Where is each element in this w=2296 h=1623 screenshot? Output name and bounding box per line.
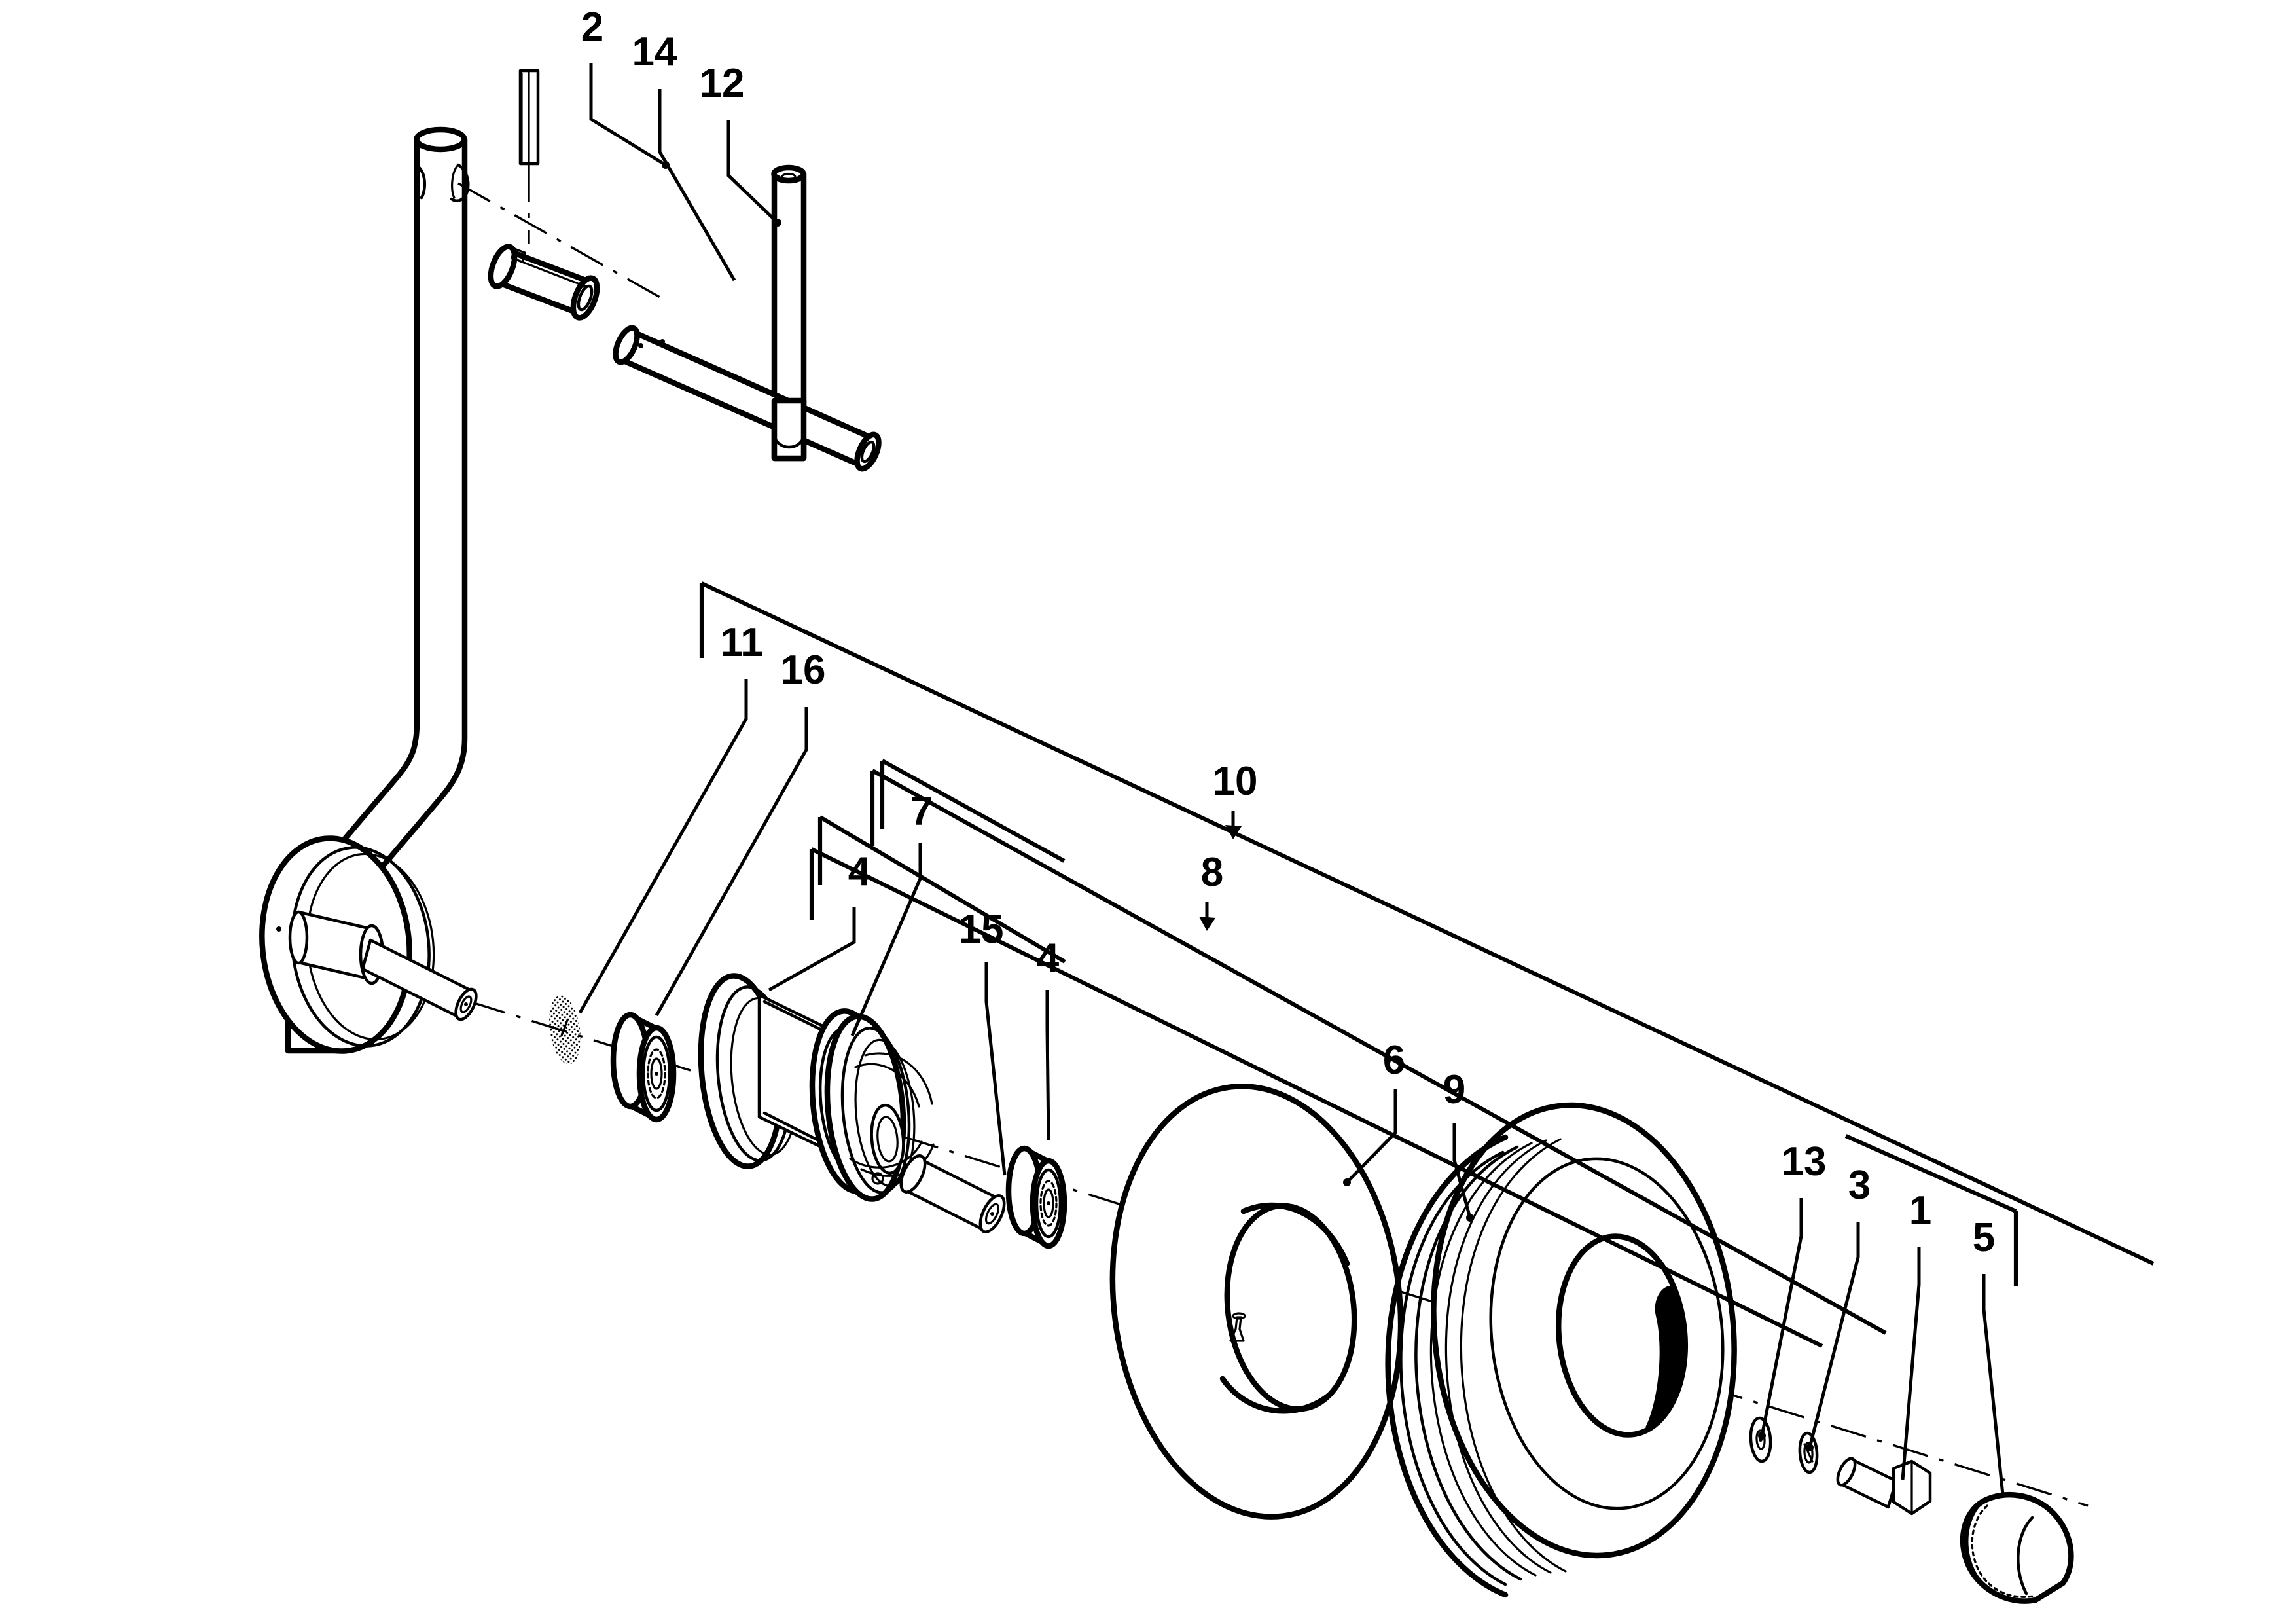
axle-spacer-sleeve-part-15 (899, 1154, 1006, 1233)
leader-4a (768, 907, 856, 992)
leader-14 (658, 89, 736, 282)
callout-number-12: 12 (700, 61, 745, 106)
callout-number-9: 9 (1443, 1067, 1465, 1112)
leader-9 (1452, 1123, 1472, 1218)
bracket-group-10 (870, 769, 1887, 1335)
leader-3 (1808, 1222, 1860, 1448)
leader-lines (578, 63, 2005, 1495)
roll-pin-part-2 (518, 69, 540, 244)
callout-number-8: 8 (1201, 850, 1223, 895)
leader-arrowheads (662, 161, 1814, 1451)
callout-number-13: 13 (1782, 1139, 1827, 1184)
callout-number-labels: 2 14 12 11 16 10 8 7 4 15 4 6 9 13 3 1 5 (581, 5, 1995, 1260)
leader-4b (1045, 990, 1050, 1141)
bushing-spacer-part-14 (488, 244, 600, 321)
jack-post-tube (285, 126, 470, 1054)
callout-number-11: 11 (720, 620, 763, 665)
bracket-group-7 (880, 759, 1066, 863)
lock-washer-part-3 (1798, 1431, 1819, 1474)
callout-number-7: 7 (910, 789, 933, 834)
leader-2 (589, 63, 667, 167)
stub-axle (288, 910, 478, 1021)
felt-seal-washer-part-11 (549, 995, 581, 1065)
callout-number-2: 2 (581, 5, 603, 50)
leader-7 (850, 843, 922, 1036)
callout-number-16: 16 (781, 647, 826, 693)
ball-bearing-part-4b (1005, 1145, 1067, 1249)
callout-number-5: 5 (1973, 1215, 1995, 1260)
valve-stem-icon (1229, 1312, 1246, 1342)
callout-number-4b: 4 (1037, 936, 1060, 981)
bracket-group-5 (1844, 1134, 2018, 1286)
callout-number-3: 3 (1848, 1163, 1871, 1208)
leader-12 (726, 120, 779, 224)
tire-part-9 (1385, 1102, 1737, 1598)
bracket-group-8 (809, 847, 1823, 1348)
callout-number-1: 1 (1909, 1188, 1931, 1233)
handle-cross-rod (613, 325, 882, 472)
bracket-group-4 (817, 815, 1066, 964)
callout-number-6: 6 (1383, 1038, 1405, 1083)
hex-head-bolt-part-1 (1836, 1457, 1932, 1516)
leader-16 (655, 707, 808, 1017)
callout-number-4a: 4 (848, 849, 871, 894)
callout-number-15: 15 (959, 907, 1004, 952)
inner-tube-part-6 (1109, 1084, 1404, 1520)
handle-centerline (457, 182, 662, 299)
leader-11 (578, 679, 748, 1014)
flat-washer-part-13 (1749, 1416, 1772, 1463)
callout-number-10: 10 (1213, 759, 1258, 804)
leader-5 (1982, 1274, 2005, 1495)
hub-dust-cap-part-5 (1960, 1492, 2074, 1604)
callout-number-14: 14 (632, 29, 677, 75)
ball-bearing-part-16 (610, 1012, 677, 1123)
leader-1 (1901, 1247, 1921, 1480)
leader-13 (1760, 1198, 1803, 1436)
leader-15 (984, 962, 1007, 1176)
bracket-upper-long (699, 581, 2155, 1266)
rim-half-right-part-7 (824, 1013, 935, 1202)
leader-brackets (699, 581, 2155, 1348)
leader-6 (1346, 1089, 1397, 1184)
